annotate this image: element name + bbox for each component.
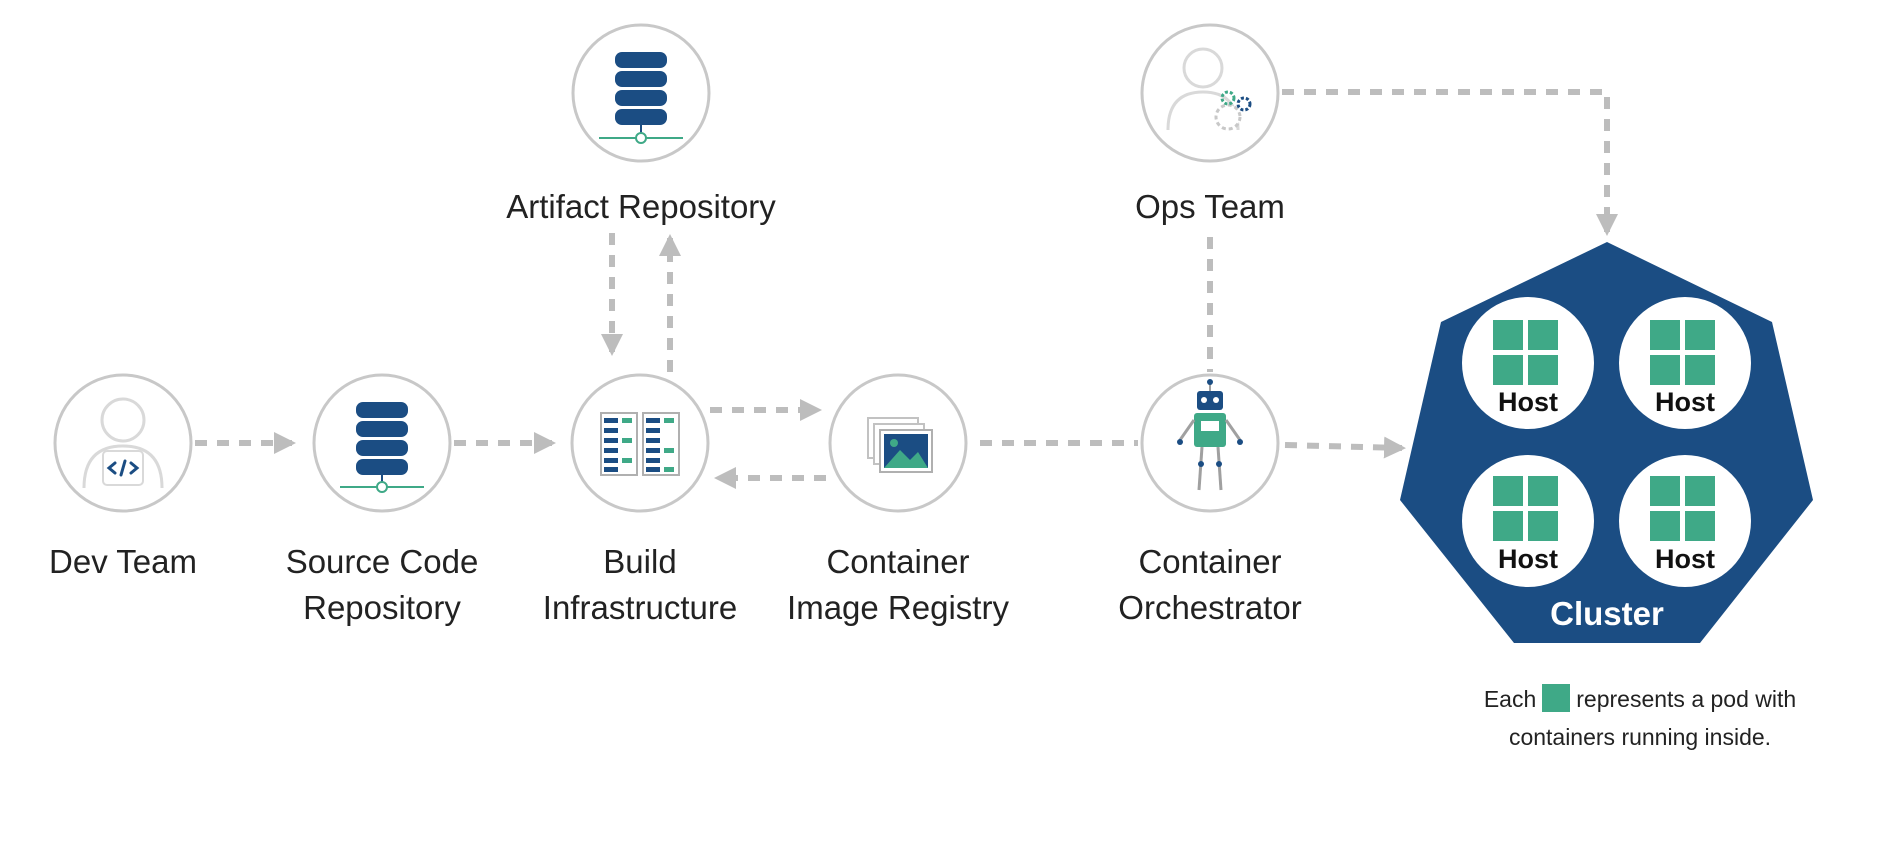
node-container-orchestrator <box>1140 373 1280 513</box>
host-label: Host <box>1655 387 1715 417</box>
node-source-code-repository <box>312 373 452 513</box>
host-label: Host <box>1655 544 1715 574</box>
legend-line-2: containers running inside. <box>1508 724 1772 750</box>
cluster-label: Cluster <box>1550 595 1664 632</box>
arrow-ops-to-cluster <box>1282 89 1618 236</box>
cluster-heptagon <box>1400 242 1813 643</box>
image-gallery-icon <box>867 417 933 473</box>
artifact-repository-label: Artifact Repository <box>506 188 776 225</box>
host-top-right <box>1619 297 1751 429</box>
pod-legend: Each represents a pod with containers run… <box>1400 680 1880 756</box>
database-icon <box>340 402 424 493</box>
node-artifact-repository <box>571 23 711 163</box>
host-label: Host <box>1498 387 1558 417</box>
developer-user-icon <box>82 397 164 489</box>
host-bottom-right <box>1619 455 1751 587</box>
host-label: Host <box>1498 544 1558 574</box>
node-dev-team <box>53 373 193 513</box>
arrow-orchestrator-to-cluster <box>1284 436 1406 459</box>
pod-swatch-icon <box>1542 684 1571 712</box>
host-bottom-left <box>1462 455 1594 587</box>
container-image-registry-label: Container Image Registry <box>787 543 1009 626</box>
legend-suffix: represents a pod with <box>1576 686 1797 712</box>
legend-prefix: Each <box>1483 686 1537 712</box>
database-icon <box>599 52 683 144</box>
node-ops-team <box>1140 23 1280 163</box>
robot-icon <box>1177 379 1243 491</box>
container-orchestrator-label: Container Orchestrator <box>1118 543 1302 626</box>
server-rack-icon <box>600 412 680 476</box>
build-infrastructure-label: Build Infrastructure <box>542 543 738 626</box>
dev-team-label: Dev Team <box>49 543 197 580</box>
cluster <box>1400 242 1813 643</box>
connectors <box>195 89 1618 489</box>
ops-team-label: Ops Team <box>1135 188 1285 225</box>
source-code-repository-label: Source Code Repository <box>285 543 479 626</box>
host-top-left <box>1462 297 1594 429</box>
node-build-infrastructure <box>570 373 710 513</box>
node-container-image-registry <box>828 373 968 513</box>
ops-user-gears-icon <box>1166 47 1252 131</box>
legend-line-1: Each represents a pod with <box>1400 680 1880 718</box>
